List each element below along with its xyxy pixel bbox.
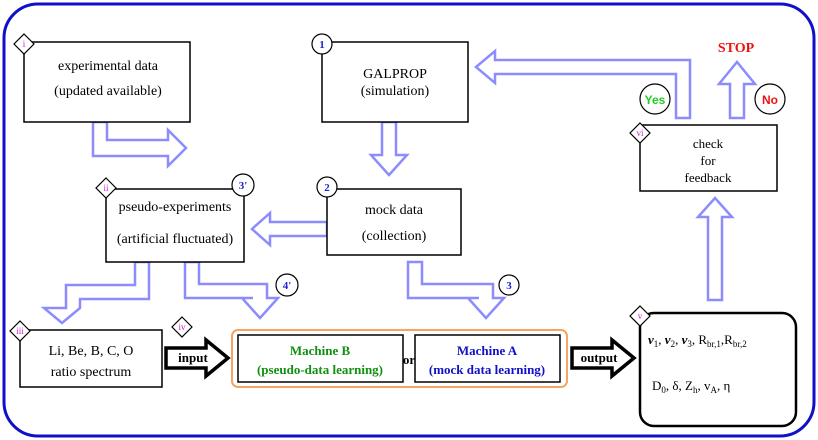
marker-circle-2 [316, 176, 338, 198]
experimental-line1: experimental data [58, 59, 159, 74]
check-line2: for [700, 153, 716, 168]
marker-diamond-iv [171, 316, 193, 338]
marker-diamond-vi [629, 122, 651, 144]
marker-label-3: 3 [506, 280, 512, 292]
input-arrow [164, 336, 231, 380]
output-label: output [581, 350, 619, 365]
circle-marker-labels: 1 2 3' 4' 3 [239, 39, 513, 292]
experimental-box [23, 41, 191, 123]
marker-label-3prime: 3' [239, 180, 248, 192]
diamond-marker-labels: i ii iii iv v vi [16, 39, 644, 336]
mock-box [326, 188, 462, 256]
galprop-box [321, 41, 469, 123]
ratio-line1: Li, Be, B, C, O [49, 344, 134, 359]
marker-label-1: 1 [319, 39, 325, 51]
experimental-line2: (updated available) [54, 84, 162, 99]
arrow-params-to-check [695, 196, 735, 302]
mock-line2: (collection) [362, 229, 427, 244]
marker-diamond-ii [95, 177, 117, 199]
marker-label-iv: iv [178, 322, 186, 332]
marker-label-i: i [23, 39, 26, 49]
marker-circle-3 [498, 274, 520, 296]
no-circle [754, 83, 786, 115]
marker-label-iii: iii [16, 326, 24, 336]
marker-label-2: 2 [324, 182, 330, 194]
machine-a-box [414, 334, 561, 383]
arrow-check-to-stop [716, 60, 758, 120]
or-label: or [403, 352, 416, 367]
pseudo-line1: pseudo-experiments [119, 200, 232, 215]
machine-a-line1: Machine A [457, 343, 518, 358]
marker-label-vi: vi [636, 128, 644, 138]
check-line1: check [693, 136, 724, 151]
arrow-pseudo-to-ratio [40, 260, 151, 325]
marker-circle-1 [311, 33, 333, 55]
circle-markers [231, 33, 520, 297]
marker-label-v: v [638, 311, 643, 321]
pseudo-line2: (artificial fluctuated) [117, 232, 234, 247]
ratio-line2: ratio spectrum [51, 365, 132, 380]
marker-label-4prime: 4' [283, 280, 292, 292]
marker-circle-3prime [231, 173, 255, 197]
marker-diamond-i [13, 33, 35, 55]
marker-circle-4prime [275, 273, 299, 297]
arrow-mock-to-machine-a [406, 260, 507, 320]
yes-label: Yes [645, 93, 666, 107]
mock-line1: mock data [365, 203, 424, 218]
check-box [639, 124, 778, 192]
machine-b-box [237, 334, 404, 383]
marker-label-ii: ii [103, 183, 109, 193]
marker-diamond-iii [9, 320, 31, 342]
arrow-mock-to-pseudo [250, 210, 329, 248]
params-line2: D0, δ, Zh, vA, η [652, 378, 730, 395]
yes-circle [639, 83, 671, 115]
check-line3: feedback [685, 170, 732, 185]
params-box [638, 311, 798, 428]
input-label: input [178, 350, 208, 365]
machine-b-line2: (pseudo-data learning) [257, 362, 383, 377]
galprop-line1: GALPROP [363, 67, 427, 82]
arrow-galprop-to-mock [368, 120, 410, 177]
arrow-check-to-galprop [474, 48, 692, 120]
galprop-line2: (simulation) [361, 84, 430, 99]
pseudo-box [105, 188, 245, 263]
no-label: No [762, 93, 778, 107]
flow-arrows [40, 48, 758, 325]
machine-a-line2: (mock data learning) [429, 362, 545, 377]
ratio-box [19, 329, 163, 388]
stop-label: STOP [718, 41, 755, 56]
diamond-markers [9, 33, 651, 342]
arrow-experimental-to-pseudo [91, 120, 188, 170]
machine-b-line1: Machine B [290, 343, 351, 358]
marker-diamond-v [629, 305, 651, 327]
output-arrow [570, 336, 637, 380]
arrow-pseudo-to-machine-b [183, 260, 281, 320]
params-line1: ν1, ν2, ν3, Rbr,1,Rbr,2 [648, 332, 747, 349]
